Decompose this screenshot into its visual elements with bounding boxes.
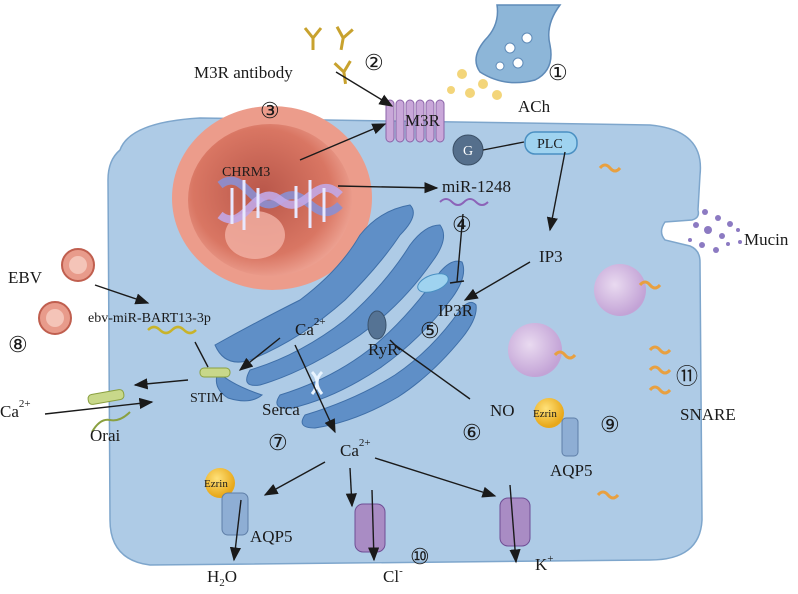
m3r-label: M3R [405,111,441,130]
dna-icon [217,176,343,230]
potassium-channel [499,497,531,547]
aqp5-bottom-label: AQP5 [250,527,293,546]
ca-extracellular-label: Ca2+ [0,398,31,421]
aqp5-channel-bottom [221,492,249,536]
m3r-antibody-label: M3R antibody [194,63,293,82]
potassium-label: K+ [535,553,554,574]
no-label: NO [490,401,515,420]
chrm3-label: CHRM3 [222,165,270,180]
ca-cytosol-label: Ca2+ [340,437,371,460]
secretory-vesicle [508,323,562,377]
m3r-receptor [385,99,445,143]
marker-6: ⑥ [462,420,482,445]
ebv-label: EBV [8,268,43,287]
ach-molecules [447,69,502,100]
stim-label: STIM [190,391,224,406]
pathway-arrows [44,71,566,564]
marker-2: ② [364,50,384,75]
marker-10: ⑩ [410,544,430,569]
marker-4: ④ [452,212,472,237]
marker-11: ⑪ [676,364,698,389]
ach-label: ACh [518,97,551,116]
snare-label: SNARE [680,405,736,424]
serca-pump [310,370,324,395]
orai-label: Orai [90,426,120,445]
mucin-particles [688,209,742,253]
ezrin-left-label: Ezrin [204,478,228,490]
snare-protein [553,163,672,500]
ebv-virion-icon [38,248,95,335]
vesicle-dots [495,32,533,71]
ryr-channel [367,310,387,340]
plc-enzyme [524,131,578,155]
marker-1: ① [548,60,568,85]
marker-5: ⑤ [420,318,440,343]
ebv-mir-label: ebv-miR-BART13-3p [88,311,211,326]
marker-7: ⑦ [268,430,288,455]
chloride-channel [354,503,386,553]
mir-1248-strand [439,198,489,206]
stim-protein [199,367,231,378]
ip3r-channel [417,273,449,293]
ca-er-label: Ca2+ [295,316,326,339]
ebv-mir-strand [147,325,197,335]
antibody-icon [303,26,354,85]
aqp5-right-label: AQP5 [550,461,593,480]
chloride-label: Cl- [383,565,403,586]
ip3-label: IP3 [539,247,563,266]
marker-3: ③ [260,98,280,123]
ezrin-right [534,398,564,428]
ryr-label: RyR [368,340,399,359]
mucin-label: Mucin [744,230,789,249]
nucleolus [225,211,285,259]
secretory-vesicle [594,264,646,316]
serca-label: Serca [262,400,300,419]
endoplasmic-reticulum [214,204,477,429]
water-label: H2O [207,567,237,589]
marker-8: ⑧ [8,332,28,357]
orai-tail [91,411,131,433]
g-protein-label: G [463,144,473,159]
plc-label: PLC [537,137,563,152]
mir-1248-label: miR-1248 [442,177,511,196]
ip3r-label: IP3R [438,301,474,320]
marker-9: ⑨ [600,412,620,437]
aqp5-channel-right [561,417,579,457]
ezrin-right-label: Ezrin [533,408,557,420]
ezrin-left [205,468,235,498]
orai-channel [87,389,125,405]
